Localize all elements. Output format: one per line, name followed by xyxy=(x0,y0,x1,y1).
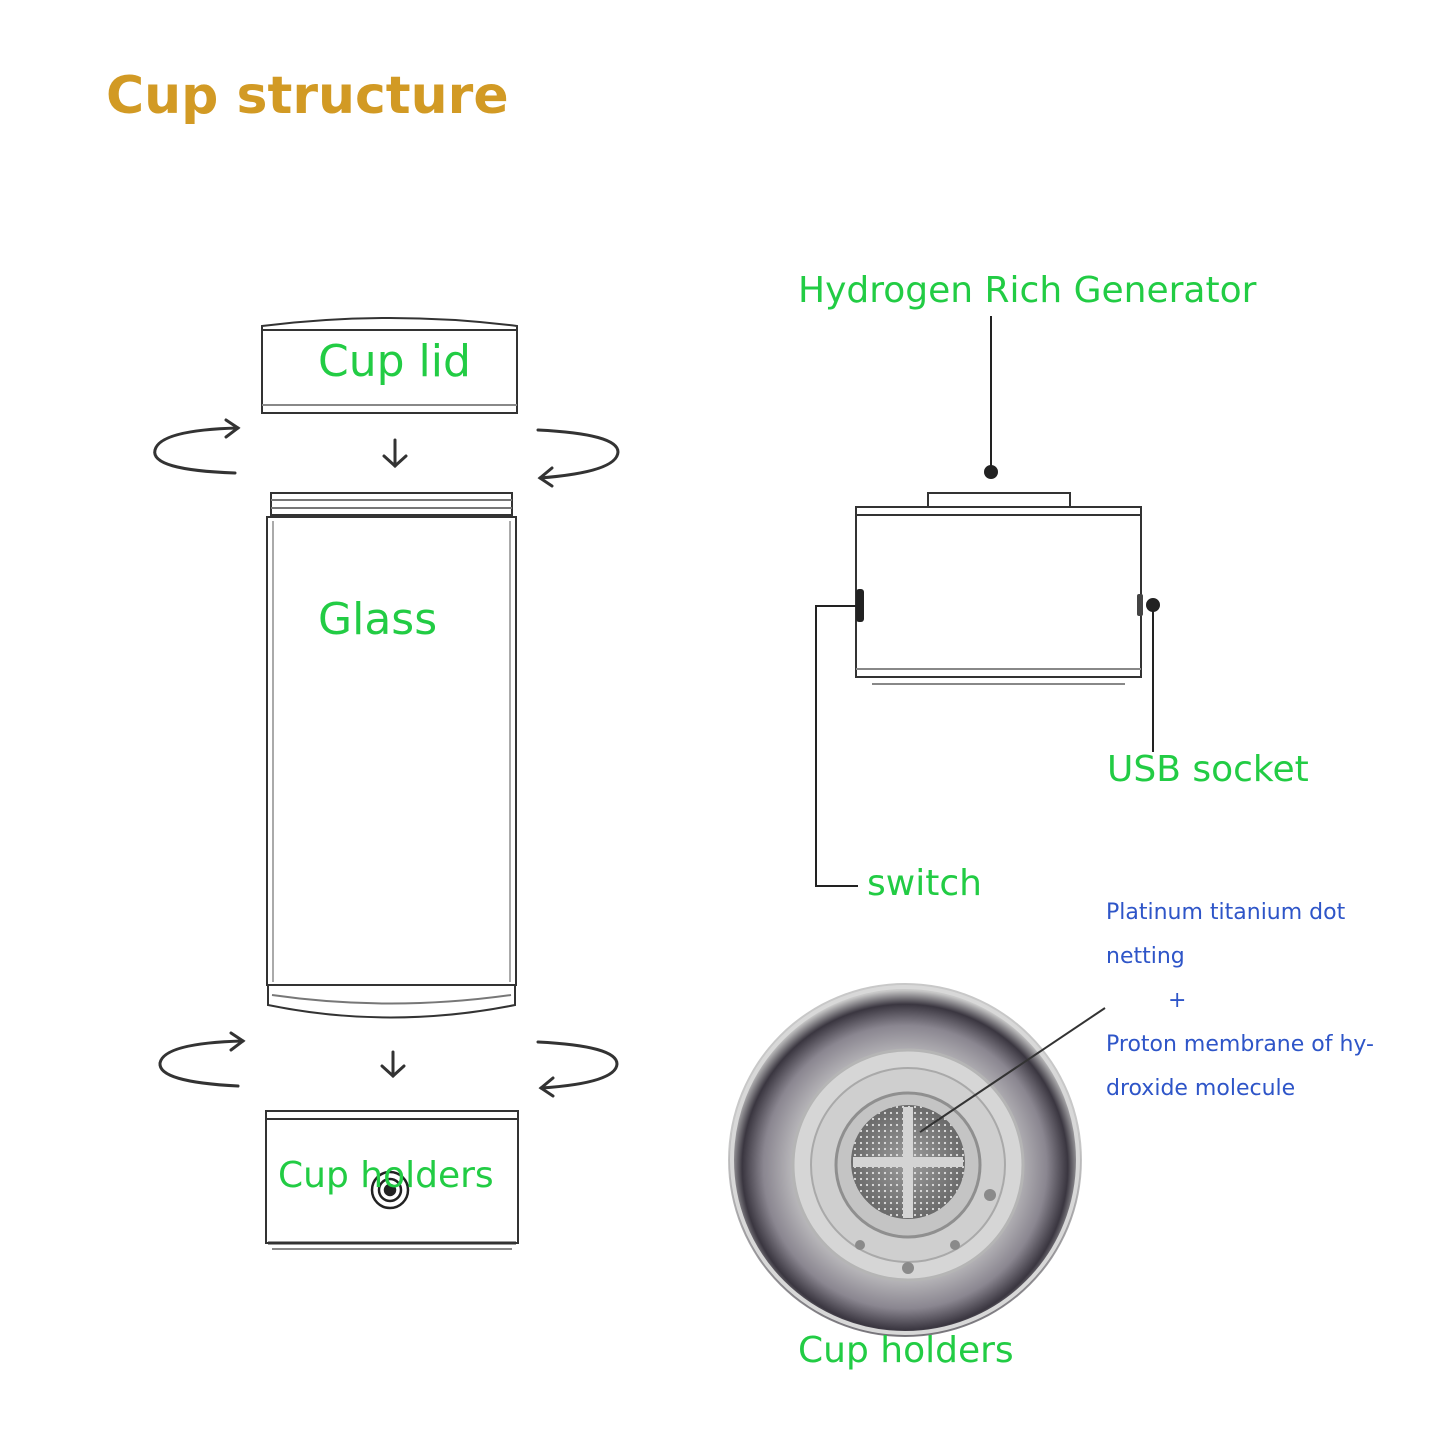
cup-lid-drawing xyxy=(261,317,518,414)
cup-holder-left-drawing xyxy=(265,1110,519,1250)
cup-lid-label: Cup lid xyxy=(318,336,471,387)
down-arrow-bottom-icon xyxy=(380,1050,406,1079)
usb-leader-line xyxy=(1146,598,1160,752)
rotate-arrow-right-top-icon xyxy=(536,428,620,488)
generator-label: Hydrogen Rich Generator xyxy=(798,270,1257,311)
rotate-arrow-left-bottom-icon xyxy=(158,1031,246,1088)
usb-socket-label: USB socket xyxy=(1107,749,1309,790)
membrane-leader-line xyxy=(919,1007,1106,1133)
note-line-4: droxide molecule xyxy=(1106,1076,1296,1101)
glass-drawing xyxy=(266,492,517,1019)
page-title: Cup structure xyxy=(106,66,509,126)
usb-port-icon xyxy=(1137,594,1143,616)
note-line-1: Platinum titanium dot xyxy=(1106,900,1346,925)
generator-leader-line xyxy=(984,316,998,479)
rotate-arrow-right-bottom-icon xyxy=(536,1040,619,1098)
glass-label: Glass xyxy=(318,594,438,645)
note-plus: + xyxy=(1168,988,1187,1013)
rotate-arrow-left-top-icon xyxy=(153,418,241,475)
power-button-icon xyxy=(370,1170,410,1210)
switch-button-icon xyxy=(856,589,864,622)
switch-label: switch xyxy=(867,863,982,904)
down-arrow-top-icon xyxy=(382,438,408,469)
cup-holders-label-right: Cup holders xyxy=(798,1330,1014,1371)
cup-holders-label-left: Cup holders xyxy=(278,1155,494,1196)
switch-leader-line xyxy=(815,605,858,887)
note-line-3: Proton membrane of hy- xyxy=(1106,1032,1374,1057)
note-line-2: netting xyxy=(1106,944,1185,969)
generator-drawing xyxy=(855,492,1142,685)
cup-holder-photo xyxy=(728,983,1082,1337)
